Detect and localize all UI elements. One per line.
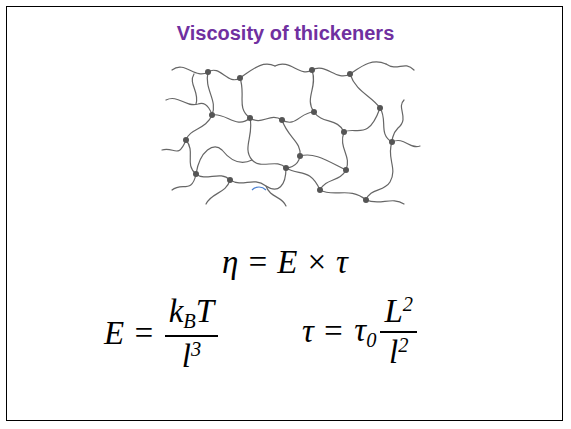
slide-frame xyxy=(6,6,563,421)
symbol-group: τ0 xyxy=(354,312,376,352)
numerator: kBT xyxy=(165,294,219,337)
fraction: L2l2 xyxy=(380,294,417,370)
equation-text: τ = xyxy=(302,313,344,350)
equation-text: η = E × τ xyxy=(222,244,348,281)
slide-title: Viscosity of thickeners xyxy=(0,22,571,45)
denominator: l3 xyxy=(178,337,205,374)
symbol: k xyxy=(169,293,184,329)
symbol: τ xyxy=(354,312,366,348)
denominator: l2 xyxy=(385,333,412,370)
superscript: 3 xyxy=(191,338,201,360)
numerator: L2 xyxy=(380,294,417,333)
superscript: 2 xyxy=(403,293,413,315)
equation: τ =τ0L2l2 xyxy=(302,294,421,370)
subscript: B xyxy=(183,310,195,332)
equation: η = E × τ xyxy=(222,244,348,281)
symbol: l xyxy=(389,334,398,370)
symbol: l xyxy=(182,338,191,374)
subscript: 0 xyxy=(366,329,376,351)
symbol: L xyxy=(384,293,402,329)
equation-text: E = xyxy=(104,315,155,352)
fraction: kBTl3 xyxy=(165,294,219,373)
symbol: T xyxy=(196,293,214,329)
equation: E = kBTl3 xyxy=(104,294,222,373)
superscript: 2 xyxy=(398,334,408,356)
